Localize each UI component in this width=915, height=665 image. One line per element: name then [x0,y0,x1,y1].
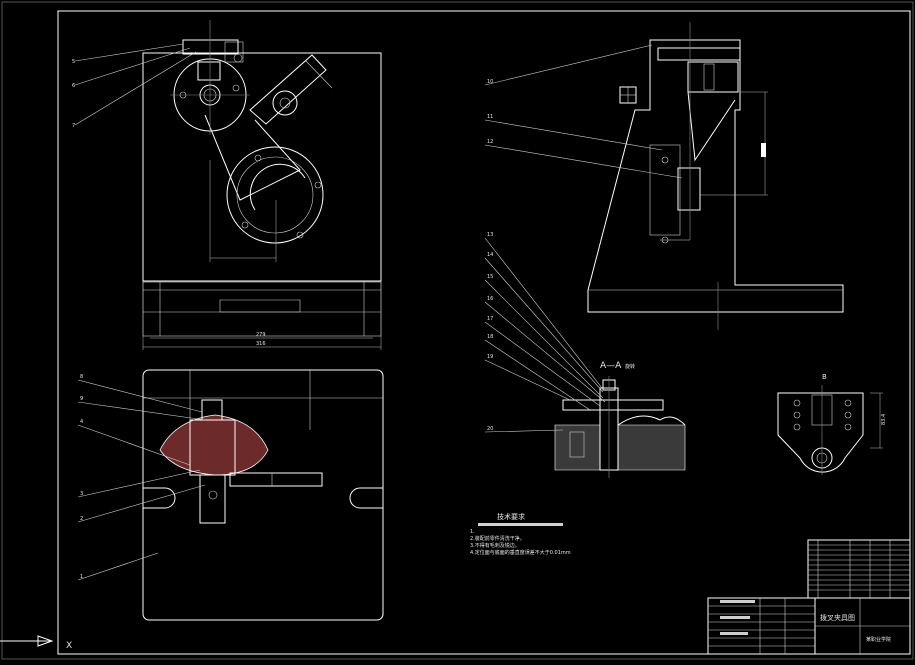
svg-text:4.定位面与底面的垂直度误差不大于0.01mm: 4.定位面与底面的垂直度误差不大于0.01mm [470,549,571,556]
svg-text:4: 4 [80,419,83,425]
dim-width-outer: 316 [256,341,266,347]
parts-list [807,539,911,599]
svg-text:16: 16 [487,296,493,302]
drawing-name: 拨叉夹具图 [820,613,855,622]
dim-width-inner: 279 [256,332,266,338]
dim-height-side: 83.4 [881,414,887,425]
svg-text:2: 2 [80,516,83,522]
coordinate-axis: X [0,635,72,651]
svg-text:18: 18 [487,334,493,340]
svg-text:3: 3 [80,491,83,497]
svg-text:2.装配前零件清洗干净。: 2.装配前零件清洗干净。 [470,535,525,542]
svg-text:13: 13 [487,232,493,238]
section-label-note: 旋转 [625,363,635,370]
section-label: A—A [600,361,622,371]
tech-requirements: 技术要求 1. 2.装配前零件清洗干净。 3.不得有毛刺及锐边。 4.定位面与底… [470,512,571,556]
svg-text:10: 10 [487,79,493,85]
svg-text:7: 7 [72,123,75,129]
svg-text:19: 19 [487,354,493,360]
side-view-bottom: 8 9 4 3 2 1 [77,369,384,621]
view-b: B 83.4 [777,373,887,475]
svg-text:6: 6 [72,83,75,89]
section-a-a: A—A 旋转 13 14 15 16 17 18 19 20 [484,232,686,478]
svg-text:3.不得有毛刺及锐边。: 3.不得有毛刺及锐边。 [470,542,520,549]
svg-text:1.: 1. [470,529,475,535]
svg-text:5: 5 [72,59,75,65]
axis-x-label: X [66,641,72,651]
view-label-b: B [822,373,827,381]
svg-text:15: 15 [487,274,493,280]
svg-text:20: 20 [487,426,493,432]
svg-text:1: 1 [80,574,83,580]
svg-text:8: 8 [80,374,83,380]
front-elevation: 10 11 12 [484,22,844,330]
svg-text:11: 11 [487,114,493,120]
title-block: 拨叉夹具图 某职业学院 [707,597,911,655]
tech-req-title: 技术要求 [497,512,525,521]
svg-text:12: 12 [487,139,493,145]
school-name: 某职业学院 [866,636,891,643]
svg-text:14: 14 [487,252,493,258]
svg-text:17: 17 [487,316,493,322]
plan-view: 279 316 5 6 [72,20,382,350]
inner-frame [57,10,911,655]
svg-text:9: 9 [80,396,83,402]
